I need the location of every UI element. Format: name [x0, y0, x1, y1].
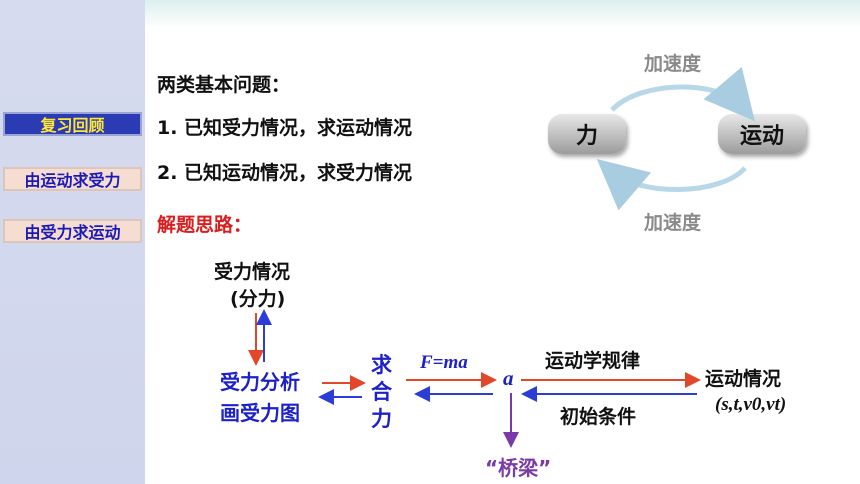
kinematics-label: 运动学规律 [545, 350, 641, 372]
force-analysis-label: 受力分析 [220, 370, 300, 394]
nav-review-button[interactable]: 复习回顾 [3, 112, 142, 136]
motion-vars-label: (s,t,v0,vt) [715, 394, 787, 415]
initial-conditions-label: 初始条件 [560, 406, 637, 428]
force-situation-label: 受力情况 [214, 261, 291, 283]
motion-pill-label: 运动 [739, 124, 784, 149]
resultant-char-2: 合 [371, 380, 392, 404]
force-pill-label: 力 [575, 124, 598, 149]
acceleration-symbol: a [503, 366, 514, 390]
cycle-top-label: 加速度 [644, 53, 702, 75]
cycle-bottom-label: 加速度 [644, 212, 702, 234]
approach-heading: 解题思路： [157, 214, 253, 236]
component-force-label: (分力) [230, 288, 286, 310]
problem-item-1: 1. 已知受力情况，求运动情况 [157, 117, 413, 139]
resultant-char-1: 求 [371, 353, 392, 377]
cycle-arrow-top [610, 66, 755, 122]
newton-law-label: F=ma [420, 352, 468, 373]
bridge-label: “桥梁” [485, 456, 552, 480]
nav-force-to-motion-button[interactable]: 由受力求运动 [3, 219, 142, 243]
motion-situation-label: 运动情况 [705, 368, 782, 390]
problems-heading: 两类基本问题： [157, 74, 291, 96]
resultant-char-3: 力 [371, 407, 392, 431]
problem-item-2: 2. 已知运动情况，求受力情况 [157, 162, 413, 184]
nav-motion-to-force-button[interactable]: 由运动求受力 [3, 167, 142, 191]
draw-diagram-label: 画受力图 [220, 401, 300, 425]
cycle-arrow-bottom [596, 159, 747, 211]
force-pill: 力 [548, 114, 626, 154]
top-band [145, 0, 860, 28]
